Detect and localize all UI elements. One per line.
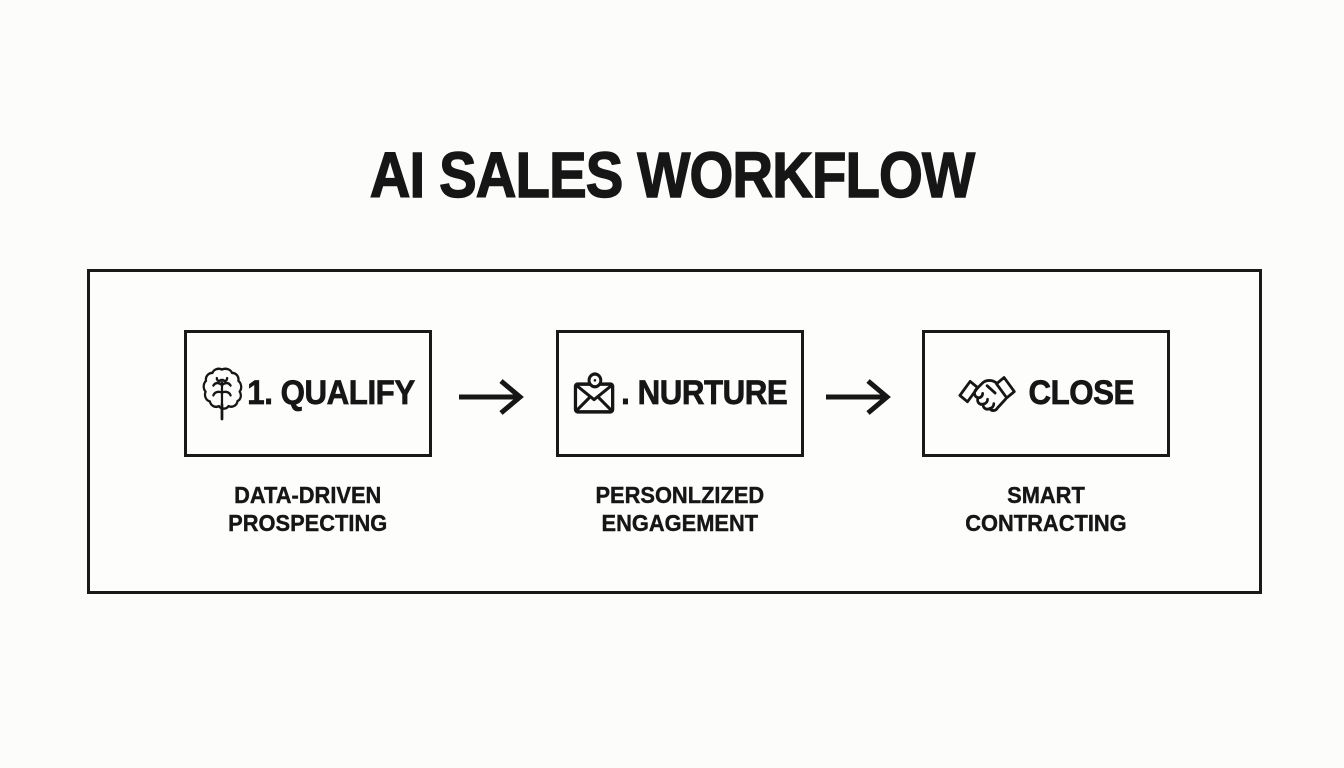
workflow-frame: 1. QUALIFY DATA-DRIVEN PROSPECTING — [87, 269, 1262, 594]
envelope-notification-icon — [573, 371, 616, 416]
nurture-subtitle: PERSONLZIZED ENGAGEMENT — [595, 482, 765, 536]
nurture-label: . NURTURE — [620, 374, 788, 413]
page-title: AI SALES WORKFLOW — [369, 139, 976, 211]
qualify-label: 1. QUALIFY — [247, 374, 416, 413]
close-subtitle: SMART CONTRACTING — [965, 482, 1127, 536]
close-box: CLOSE — [922, 330, 1170, 457]
qualify-box: 1. QUALIFY — [184, 330, 432, 457]
nurture-box: . NURTURE — [556, 330, 804, 457]
workflow-step-close: CLOSE SMART CONTRACTING — [922, 330, 1170, 537]
qualify-subtitle: DATA-DRIVEN PROSPECTING — [228, 482, 388, 536]
arrow-right-icon — [454, 372, 534, 422]
arrow-right-icon — [821, 372, 901, 422]
workflow-step-nurture: . NURTURE PERSONLZIZED ENGAGEMENT — [556, 330, 804, 537]
close-label: CLOSE — [1028, 374, 1135, 413]
brain-icon — [201, 365, 243, 422]
workflow-step-qualify: 1. QUALIFY DATA-DRIVEN PROSPECTING — [184, 330, 432, 537]
handshake-icon — [958, 369, 1017, 418]
